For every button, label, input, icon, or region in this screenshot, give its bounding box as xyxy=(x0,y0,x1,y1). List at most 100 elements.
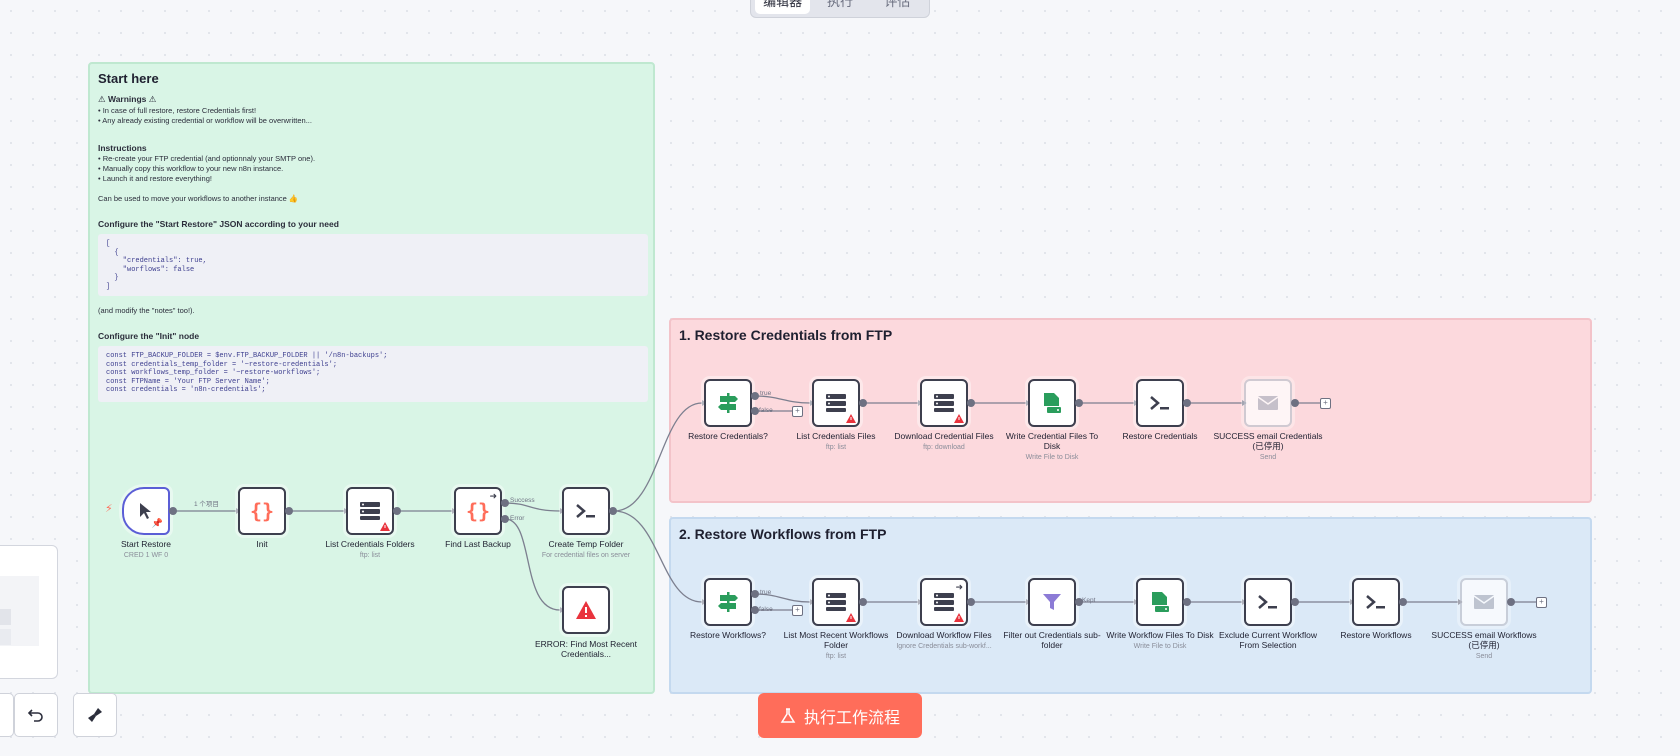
instruction-line: • Manually copy this workflow to your ne… xyxy=(98,164,284,173)
file-write-icon xyxy=(1044,393,1061,413)
node-write-workflow-files[interactable] xyxy=(1136,578,1184,626)
output-port[interactable] xyxy=(1075,598,1083,606)
output-port[interactable] xyxy=(751,590,759,598)
signpost-icon xyxy=(718,592,738,612)
node-label: Exclude Current Workflow From Selection xyxy=(1218,630,1318,650)
add-node-plus-icon[interactable]: + xyxy=(792,605,803,616)
node-label: Restore Workflows? xyxy=(690,630,766,640)
side-panel-bar xyxy=(0,609,11,625)
start-json-code: [ { "credentials": true, "worflows": fal… xyxy=(98,234,648,296)
output-port[interactable] xyxy=(1183,399,1191,407)
output-port[interactable] xyxy=(501,515,509,523)
move-text: Can be used to move your workflows to an… xyxy=(98,194,299,203)
output-port[interactable] xyxy=(859,399,867,407)
terminal-icon xyxy=(1258,595,1277,609)
arrow-icon: ➜ xyxy=(955,582,963,592)
node-success-email-workflows[interactable] xyxy=(1460,578,1508,626)
instruction-line: • Re-create your FTP credential (and opt… xyxy=(98,154,316,163)
node-filter-credentials[interactable] xyxy=(1028,578,1076,626)
node-start-restore[interactable]: 📌 xyxy=(122,487,170,535)
error-warning-icon xyxy=(576,601,596,619)
code-braces-icon: {} xyxy=(249,499,275,523)
server-icon xyxy=(826,394,846,412)
node-exclude-current-workflow[interactable] xyxy=(1244,578,1292,626)
output-port[interactable] xyxy=(1399,598,1407,606)
output-port[interactable] xyxy=(169,507,177,515)
envelope-icon xyxy=(1257,396,1279,410)
output-port[interactable] xyxy=(1507,598,1515,606)
add-node-plus-icon[interactable]: + xyxy=(1536,597,1547,608)
file-write-icon xyxy=(1152,592,1169,612)
tidy-up-button[interactable] xyxy=(73,693,117,737)
node-create-temp-folder[interactable] xyxy=(562,487,610,535)
tab-editor[interactable]: 编辑器 xyxy=(755,0,811,14)
tab-evaluations[interactable]: 评估 xyxy=(884,0,911,9)
execute-workflow-button[interactable]: 执行工作流程 xyxy=(758,693,922,738)
node-download-credential-files[interactable] xyxy=(920,379,968,427)
tab-executions[interactable]: 执行 xyxy=(826,0,853,9)
warning-line: • Any already existing credential or wor… xyxy=(98,116,312,125)
output-port[interactable] xyxy=(501,499,509,507)
warning-icon xyxy=(846,414,856,423)
node-label: ERROR: Find Most Recent Credentials... xyxy=(534,639,638,659)
sticky-note-credentials[interactable]: 1. Restore Credentials from FTP xyxy=(669,318,1592,503)
init-code: const FTP_BACKUP_FOLDER = $env.FTP_BACKU… xyxy=(98,346,648,402)
output-port[interactable] xyxy=(751,407,759,415)
output-port[interactable] xyxy=(609,507,617,515)
sticky-note-start-here[interactable]: Start here ⚠ Warnings ⚠ • In case of ful… xyxy=(88,62,655,694)
output-port[interactable] xyxy=(967,598,975,606)
output-port[interactable] xyxy=(751,392,759,400)
node-restore-workflows[interactable] xyxy=(1352,578,1400,626)
output-port[interactable] xyxy=(1075,399,1083,407)
output-port[interactable] xyxy=(1291,598,1299,606)
node-restore-credentials[interactable] xyxy=(1136,379,1184,427)
sticky-note-workflows[interactable]: 2. Restore Workflows from FTP xyxy=(669,517,1592,694)
edge-label-false: false xyxy=(759,407,773,414)
configure-start-title: Configure the "Start Restore" JSON accor… xyxy=(98,219,339,229)
node-init[interactable]: {} xyxy=(238,487,286,535)
node-label: Restore Credentials xyxy=(1122,431,1198,441)
output-port[interactable] xyxy=(1183,598,1191,606)
zoom-control-button[interactable] xyxy=(0,693,14,737)
output-port[interactable] xyxy=(393,507,401,515)
node-success-email-credentials[interactable] xyxy=(1244,379,1292,427)
side-panel xyxy=(0,545,58,679)
node-restore-workflows-if[interactable] xyxy=(704,578,752,626)
node-list-recent-workflows-folder[interactable] xyxy=(812,578,860,626)
terminal-icon xyxy=(576,504,595,518)
node-restore-credentials-if[interactable] xyxy=(704,379,752,427)
edge-label-kept: Kept xyxy=(1082,597,1096,604)
flask-icon xyxy=(780,707,796,723)
server-icon xyxy=(934,593,954,611)
undo-button[interactable] xyxy=(14,693,58,737)
node-label: SUCCESS email Workflows (已停用)Send xyxy=(1431,630,1537,660)
server-icon xyxy=(360,502,380,520)
server-icon xyxy=(826,593,846,611)
note-title: 1. Restore Credentials from FTP xyxy=(679,327,893,343)
node-write-credential-files[interactable] xyxy=(1028,379,1076,427)
node-list-credentials-files[interactable] xyxy=(812,379,860,427)
node-list-credentials-folders[interactable] xyxy=(346,487,394,535)
cursor-icon xyxy=(140,503,151,519)
node-error[interactable] xyxy=(562,586,610,634)
output-port[interactable] xyxy=(285,507,293,515)
code-braces-icon: {} xyxy=(465,499,491,523)
output-port[interactable] xyxy=(751,606,759,614)
output-port[interactable] xyxy=(1291,399,1299,407)
node-label: Filter out Credentials sub-folder xyxy=(1003,630,1101,650)
output-port[interactable] xyxy=(967,399,975,407)
node-find-last-backup[interactable]: {} ➜ xyxy=(454,487,502,535)
output-port[interactable] xyxy=(859,598,867,606)
execute-workflow-label: 执行工作流程 xyxy=(803,709,900,727)
node-download-workflow-files[interactable]: ➜ xyxy=(920,578,968,626)
add-node-plus-icon[interactable]: + xyxy=(792,406,803,417)
signpost-icon xyxy=(718,393,738,413)
edge-label-items: 1 个项目 xyxy=(194,501,219,508)
add-node-plus-icon[interactable]: + xyxy=(1320,398,1331,409)
